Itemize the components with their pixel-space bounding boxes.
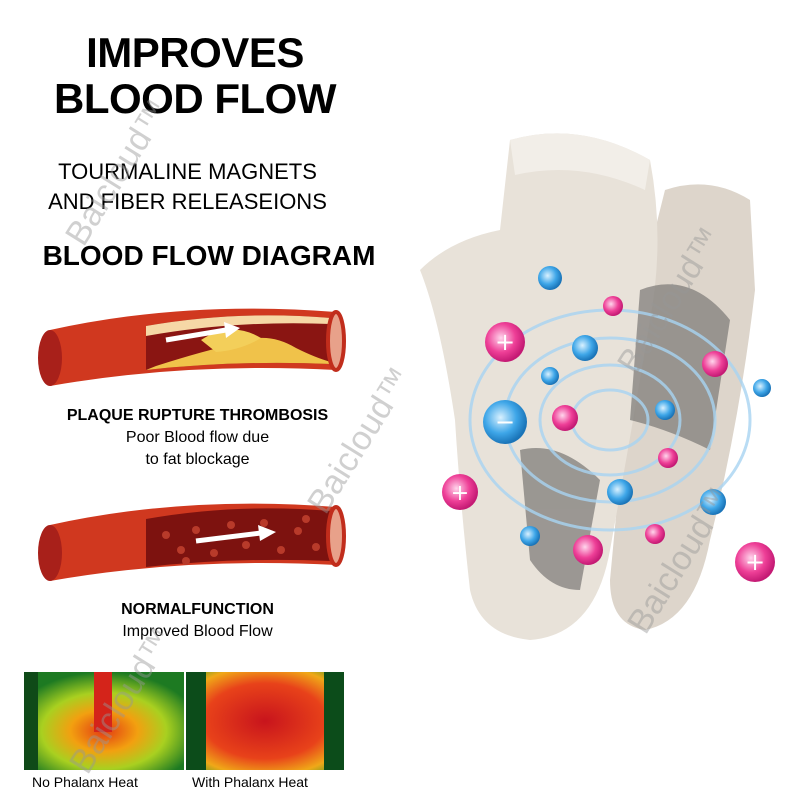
normal-title: NORMALFUNCTION: [121, 601, 274, 618]
svg-text:+: +: [451, 481, 469, 506]
normal-artery-illustration: [38, 503, 346, 581]
headline-line2: BLOOD FLOW: [54, 75, 336, 122]
thermal-left-label: No Phalanx Heat: [32, 774, 138, 790]
subhead: TOURMALINE MAGNETS AND FIBER RELEASEIONS: [15, 157, 360, 217]
plaque-caption: PLAQUE RUPTURE THROMBOSIS Poor Blood flo…: [25, 405, 370, 471]
ion-particles: + − + +: [442, 266, 775, 582]
socks-illustration: + − + +: [420, 133, 775, 641]
svg-text:+: +: [495, 328, 515, 356]
headline-line1: IMPROVES: [86, 29, 304, 76]
headline: IMPROVES BLOOD FLOW: [20, 30, 370, 122]
normal-line1: Improved Blood Flow: [122, 623, 273, 640]
normal-caption: NORMALFUNCTION Improved Blood Flow: [25, 599, 370, 643]
plaque-title: PLAQUE RUPTURE THROMBOSIS: [66, 407, 329, 424]
thermal-right-label: With Phalanx Heat: [192, 774, 308, 790]
plaque-line2: to fat blockage: [145, 451, 250, 468]
plaque-line1: Poor Blood flow due: [125, 429, 270, 446]
svg-text:+: +: [745, 548, 765, 576]
plaque-artery-illustration: [38, 308, 346, 386]
svg-text:−: −: [495, 408, 515, 436]
subhead-line1: TOURMALINE MAGNETS: [58, 159, 317, 184]
thermal-comparison-image: [24, 672, 344, 770]
subhead-line2: AND FIBER RELEASEIONS: [48, 189, 327, 214]
diagram-title: BLOOD FLOW DIAGRAM: [42, 240, 376, 271]
